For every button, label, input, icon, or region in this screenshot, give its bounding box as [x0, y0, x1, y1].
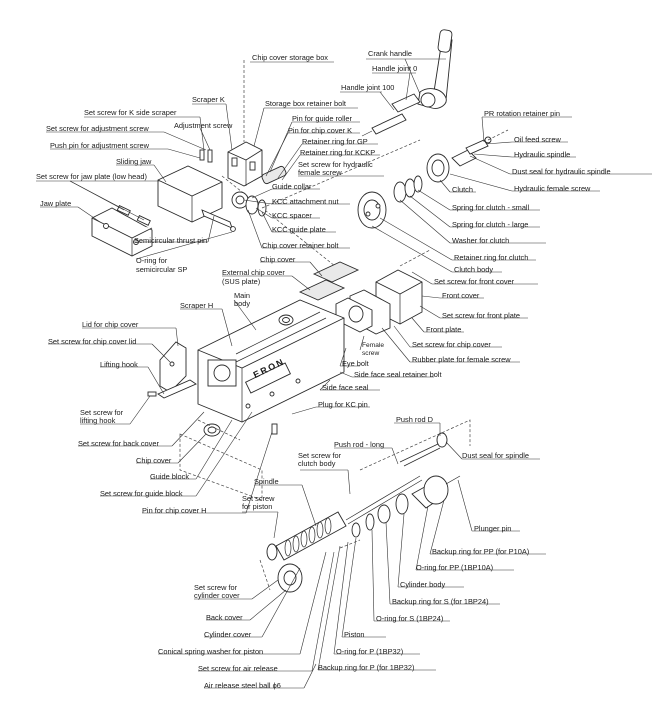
label-scraper-h: Scraper H [180, 301, 214, 310]
main-body-drawing [197, 299, 345, 423]
label-female-screw: Female screw [362, 342, 384, 357]
label-push-pin-adjustment-screw: Push pin for adjustment screw [50, 141, 149, 150]
label-piston: Piston [344, 630, 365, 639]
label-push-rod-d: Push rod D [396, 415, 433, 424]
label-retainer-ring-kckp: Retainer ring for KCKP [300, 148, 376, 157]
label-back-cover: Back cover [206, 613, 243, 622]
label-handle-joint-100: Handle joint 100 [341, 83, 395, 92]
label-kcc-guide-plate: KCC guide plate [272, 225, 326, 234]
label-retainer-ring-clutch: Retainer ring for clutch [454, 253, 529, 262]
label-set-screw-front-cover: Set screw for front cover [434, 277, 515, 286]
label-chip-cover-bottom: Chip cover [136, 456, 172, 465]
label-hydraulic-female-screw: Hydraulic female screw [514, 184, 591, 193]
label-set-screw-front-plate: Set screw for front plate [442, 311, 521, 320]
sliding-jaw-drawing [91, 149, 341, 271]
label-conical-spring-washer: Conical spring washer for piston [158, 647, 264, 656]
label-rubber-plate-female-screw: Rubber plate for female screw [412, 355, 511, 364]
label-side-face-seal: Side face seal [322, 383, 369, 392]
label-hydraulic-spindle: Hydraulic spindle [514, 150, 571, 159]
label-push-rod-long: Push rod - long [334, 440, 385, 449]
label-pin-for-guide-roller: Pin for guide roller [292, 114, 352, 123]
label-set-screw-jaw-plate: Set screw for jaw plate (low head) [36, 172, 147, 181]
label-clutch: Clutch [452, 185, 473, 194]
storage-box-drawing [227, 60, 263, 187]
label-set-screw-hydraulic-female-screw: Set screw for hydraulic female screw [298, 160, 373, 177]
label-o-ring-s: O-ring for S (1BP24) [376, 614, 444, 623]
label-washer-clutch: Washer for clutch [452, 236, 510, 245]
label-storage-box-retainer-bolt: Storage box retainer bolt [265, 99, 346, 108]
label-guide-collar: Guide collar [272, 182, 312, 191]
label-front-cover: Front cover [442, 291, 480, 300]
label-set-screw-cylinder-cover: Set screw for cylinder cover [194, 583, 240, 600]
label-set-screw-lifting-hook: Set screw for lifting hook [80, 408, 124, 425]
label-set-screw-guide-block: Set screw for guide block [100, 489, 183, 498]
label-o-ring-p: O-ring for P (1BP32) [336, 647, 404, 656]
label-main-body: Main body [234, 291, 251, 308]
label-oil-feed-screw: Oil feed screw [514, 135, 561, 144]
label-set-screw-k-side-scraper: Set screw for K side scraper [84, 108, 177, 117]
leader-lines [36, 58, 652, 689]
label-o-ring-pp: O-ring for PP (1BP10A) [416, 563, 494, 572]
label-kcc-spacer: KCC spacer [272, 211, 312, 220]
clutch-drawing [357, 129, 509, 229]
label-backup-ring-pp: Backup ring for PP (for P10A) [432, 547, 530, 556]
label-cylinder-body: Cylinder body [400, 580, 446, 589]
label-adjustment-screw: Adjustment screw [174, 121, 233, 130]
label-pin-chip-cover-h: Pin for chip cover H [142, 506, 207, 515]
label-side-face-seal-retainer-bolt: Side face seal retainer bolt [354, 370, 442, 379]
spindle-drawing [259, 432, 461, 593]
label-plug-for-kc-pin: Plug for KC pin [318, 400, 368, 409]
crank-handle-drawing [361, 29, 453, 137]
label-kcc-attachment-nut: KCC attachment nut [272, 197, 339, 206]
label-set-screw-chip-cover: Set screw for chip cover [412, 340, 491, 349]
label-scraper-k: Scraper K [192, 95, 225, 104]
label-air-release-steel-ball: Air release steel ball ϕ6 [204, 681, 281, 690]
label-dust-seal-spindle: Dust seal for spindle [462, 451, 529, 460]
label-dust-seal-hydraulic-spindle: Dust seal for hydraulic spindle [512, 167, 611, 176]
label-chip-cover-top: Chip cover [260, 255, 296, 264]
label-pin-for-chip-cover-k: Pin for chip cover K [288, 126, 353, 135]
label-handle-joint-0: Handle joint 0 [372, 64, 418, 73]
label-cylinder-cover: Cylinder cover [204, 630, 252, 639]
label-eye-bolt: Eye bolt [342, 359, 369, 368]
label-plunger-pin: Plunger pin [474, 524, 512, 533]
label-spring-clutch-small: Spring for clutch - small [452, 203, 530, 212]
label-set-screw-back-cover: Set screw for back cover [78, 439, 159, 448]
label-spindle: Spindle [254, 477, 279, 486]
label-backup-ring-s: Backup ring for S (for 1BP24) [392, 597, 489, 606]
label-set-screw-clutch-body: Set screw for clutch body [298, 451, 342, 468]
label-front-plate: Front plate [426, 325, 462, 334]
label-sliding-jaw: Sliding jaw [116, 157, 152, 166]
label-set-screw-piston: Set screw for piston [242, 494, 275, 511]
label-spring-clutch-large: Spring for clutch - large [452, 220, 529, 229]
dashed-outlines [179, 419, 471, 501]
label-set-screw-air-release: Set screw for air release [198, 664, 278, 673]
label-external-chip-cover: External chip cover (SUS plate) [222, 268, 285, 286]
label-semicircular-thrust-pin: Semicircular thrust pin [134, 236, 208, 245]
chip-cover-plates [298, 261, 360, 301]
lid-drawing [147, 341, 278, 441]
label-clutch-body: Clutch body [454, 265, 494, 274]
label-o-ring-semicircular-sp: O-ring for semicircular SP [136, 256, 188, 274]
label-crank-handle: Crank handle [368, 49, 412, 58]
label-set-screw-adjustment-screw: Set screw for adjustment screw [46, 124, 149, 133]
label-chip-cover-retainer-bolt: Chip cover retainer bolt [262, 241, 339, 250]
label-retainer-ring-gp: Retainer ring for GP [302, 137, 368, 146]
label-backup-ring-p: Backup ring for P (for 1BP32) [318, 663, 415, 672]
label-pr-rotation-retainer-pin: PR rotation retainer pin [484, 109, 560, 118]
label-lifting-hook: Lifting hook [100, 360, 138, 369]
front-cover-drawing [335, 249, 431, 335]
label-set-screw-chip-cover-lid: Set screw for chip cover lid [48, 337, 137, 346]
label-jaw-plate: Jaw plate [40, 199, 72, 208]
label-lid-chip-cover: Lid for chip cover [82, 320, 139, 329]
label-guide-block: Guide block [150, 472, 190, 481]
label-chip-cover-storage-box: Chip cover storage box [252, 53, 328, 62]
